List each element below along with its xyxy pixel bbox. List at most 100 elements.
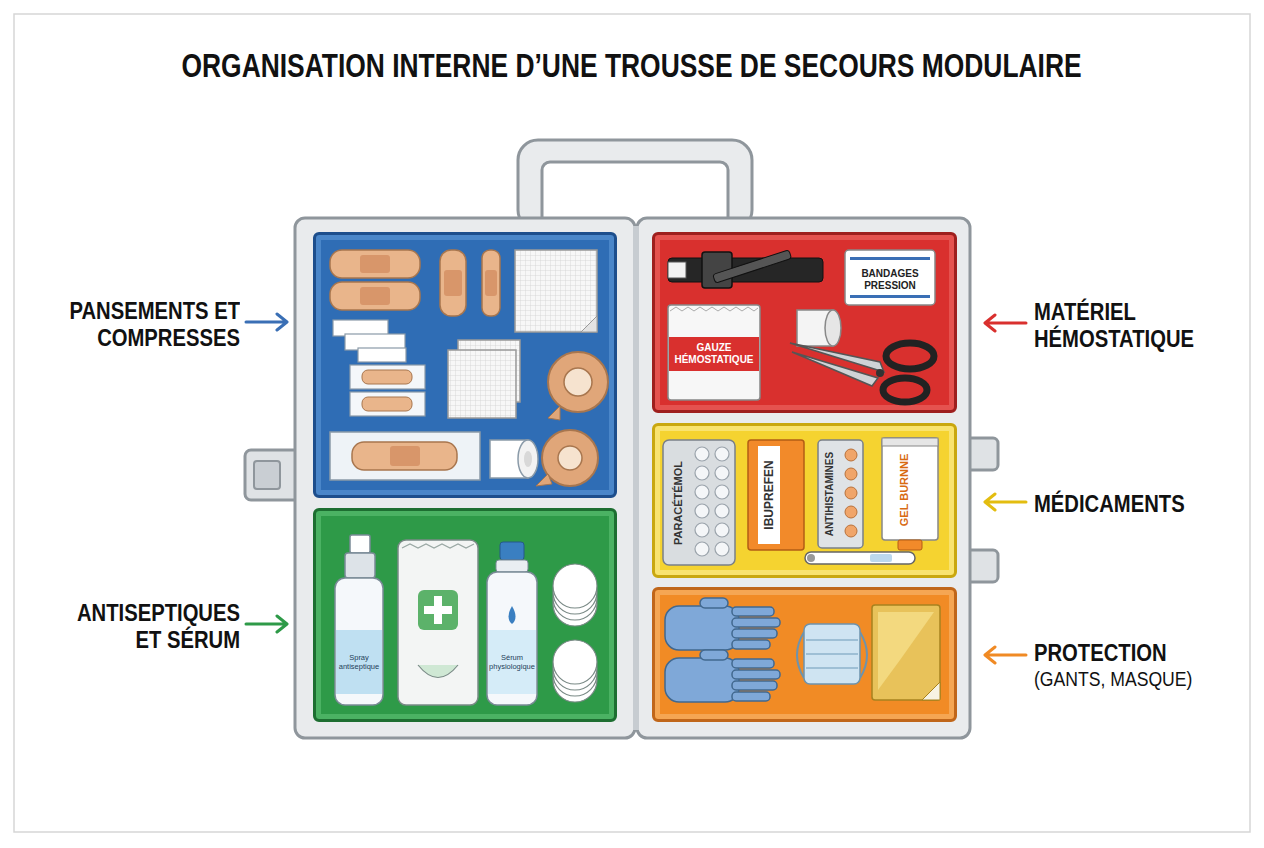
medicine-label: PARACÉTÉMOL [672,461,685,545]
face-mask [797,624,867,684]
tourniquet-part [713,250,792,283]
ibuprofen-box [748,440,804,550]
spray-bottle-part [345,553,375,578]
nitrile-glove [665,598,780,702]
compartment: ANTISEPTIQUES ET SÉRUM [313,508,617,722]
spray-bottle-part [336,630,382,694]
compartment-heading: PANSEMENTS ET COMPRESSES [60,298,240,352]
gauze-pad-part [581,316,597,332]
side-label: PROTECTION(GANTS, MASQUE) [1034,640,1239,691]
case-shell [295,218,970,738]
bandage-pack-part [352,442,457,470]
gauze-pad-part [458,340,520,402]
cotton-pad-part [553,564,597,608]
nitrile-glove-part [665,658,739,702]
case-latch-part [964,438,998,470]
pill-blister-part-part [695,447,709,461]
tape-roll-part [524,451,532,467]
bandage-pack-part [350,365,425,389]
tourniquet-part [668,262,686,278]
leader-arrow-part [985,647,1026,663]
antiseptic-wipe-part [434,596,442,624]
adhesive-bandage-part [485,270,497,296]
roller-bandage [797,310,841,346]
thermometer-part [807,554,815,562]
pill-blister-part-part [715,485,729,499]
trauma-shears-part [876,369,884,377]
adhesive-bandage-part [330,282,420,310]
nitrile-glove-part [732,670,780,679]
trauma-shears-part [790,343,884,372]
pill-blister-part-part [695,523,709,537]
tape-roll-part [518,440,538,478]
gauze-pad [448,250,597,418]
side-label: PANSEMENTS ET COMPRESSES [35,298,240,352]
pill-blister-part-part [695,485,709,499]
tape-roll-part [558,446,582,470]
gauze-pad-part [515,250,597,332]
antihistamine-blister-part-part [845,468,857,480]
diagram-title: ORGANISATION INTERNE D’UNE TROUSSE DE SE… [182,46,1082,86]
roller-bandage-part [825,310,841,346]
ibuprofen-box-part [758,446,780,544]
nitrile-glove-part [732,618,780,627]
cotton-pad-part [553,582,597,626]
package-label: GAUZE HÉMOSTATIQUE [672,342,756,366]
tourniquet [668,250,823,288]
trauma-shears [790,343,934,402]
roller-bandage-part [797,310,833,346]
side-label: ANTISEPTIQUES ET SÉRUM [35,600,240,654]
leader-arrow-part [985,315,1026,331]
compartment: MÉDICAMENTS [652,423,957,578]
nitrile-glove-part [700,650,728,660]
pill-blister-part [695,447,729,556]
steri-strip [333,320,406,362]
bandage-pack-part [362,397,412,411]
antihistamine-blister-part-part [845,449,857,461]
face-mask-part [806,640,858,668]
compartment-subheading: (GANTS, MASQUE) [1034,667,1214,691]
case-shell-part [637,218,970,738]
adhesive-bandage-part [482,250,500,316]
tape-roll-part [564,368,592,396]
medicine-label: IBUPREFEN [762,460,776,529]
antiseptic-wipe-part [418,590,458,630]
bandage-pack-part [330,432,480,480]
bottle-label: Spray antiseptique [335,653,383,671]
cotton-pad-part [553,576,597,620]
antiseptic-wipe-part [424,606,452,614]
compartment-heading: ANTISEPTIQUES ET SÉRUM [60,600,240,654]
survival-blanket-part [922,682,940,700]
antihistamine-blister-part [818,440,863,548]
nitrile-glove-part [700,598,728,608]
pill-blister-part-part [695,466,709,480]
adhesive-bandage-part [440,250,466,316]
thermometer-part [805,552,915,564]
compartment: MATÉRIEL HÉMOSTATIQUE [652,232,957,413]
bandage-pack-part [362,370,412,384]
pill-blister-part-part [715,466,729,480]
leader-arrow-part [246,616,287,632]
medicine-label: GEL BURNNE [898,454,911,527]
bottle-label: Sérum physiologique [488,653,536,671]
saline-bottle-part [509,606,516,624]
nitrile-glove-part [732,629,777,638]
ibuprofen-box-part [748,440,804,550]
pill-blister-part-part [695,542,709,556]
compartment: PROTECTION(GANTS, MASQUE) [652,587,957,722]
case-shell-part [633,226,639,730]
burn-gel-tube-part [882,438,938,540]
pressure-bandage-pack-part [850,295,930,298]
nitrile-glove-part [665,606,739,650]
tape-roll-part [542,430,598,486]
hemostatic-gauze-pack [668,305,760,400]
tourniquet-part [702,252,732,288]
pill-blister-part-part [715,504,729,518]
spray-bottle-part [335,578,383,705]
saline-bottle-part [496,560,528,572]
antihistamine-blister-part-part [845,487,857,499]
